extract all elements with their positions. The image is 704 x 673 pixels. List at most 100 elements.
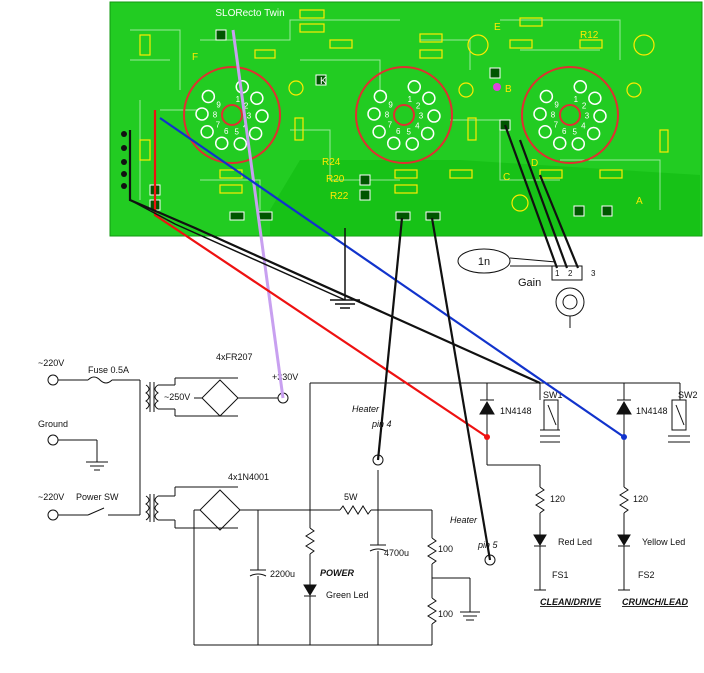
socket-pin-number: 5: [234, 127, 239, 136]
pcb-label-r12: R12: [580, 30, 599, 41]
gain-label: Gain: [518, 277, 541, 289]
socket-pad: [586, 126, 601, 141]
socket-pad: [373, 89, 388, 104]
pcb-components: [139, 9, 669, 194]
sw1-label: SW1: [543, 390, 563, 400]
socket-pad: [422, 91, 436, 105]
wire-pot-2: [518, 139, 569, 269]
pcb-label-k: K: [320, 76, 327, 87]
gain-pot: 1n Gain 1 2 3: [457, 248, 596, 328]
hv-out-label: +330V: [272, 372, 298, 382]
pcb-label-b: B: [505, 84, 512, 95]
fs2-label: FS2: [638, 570, 655, 580]
wire-black-ground: [129, 199, 346, 301]
socket-pin-number: 3: [247, 112, 252, 121]
socket-pad: [420, 126, 435, 141]
socket-pin-number: 5: [406, 127, 411, 136]
resistor-5w-label: 5W: [344, 492, 358, 502]
socket-pad: [573, 80, 588, 94]
socket-pin-number: 7: [554, 121, 559, 130]
tx-secondary-label: ~250V: [164, 392, 190, 402]
socket-pad: [588, 91, 602, 105]
pcb-caps: [288, 34, 655, 212]
socket-pad: [214, 136, 229, 150]
yellow-led-label: Yellow Led: [642, 537, 685, 547]
socket-pin-number: 3: [419, 112, 424, 121]
pcb-label-r22: R22: [330, 191, 349, 202]
pcb-label-f: F: [192, 52, 198, 63]
tube-socket-v1: [183, 66, 281, 164]
socket-pad: [552, 136, 567, 150]
pcb-label-a: A: [636, 196, 643, 207]
socket-pin-number: 9: [554, 101, 559, 110]
tube-socket-v2: [355, 66, 453, 164]
socket-pin-number: 9: [216, 101, 221, 110]
red-led-label: Red Led: [558, 537, 592, 547]
wire-red: [153, 110, 488, 438]
wire-blue: [159, 117, 625, 438]
tube-socket-v3: [521, 66, 619, 164]
crunchlead-label: CRUNCH/LEAD: [622, 597, 688, 607]
cap-4700-label: 4700u: [384, 548, 409, 558]
socket-pin-number: 8: [551, 110, 556, 119]
r120-a-label: 120: [550, 494, 565, 504]
socket-pin-number: 1: [408, 95, 413, 104]
pcb-label-r24: R24: [322, 157, 341, 168]
heater-pin4-a: Heater: [352, 404, 380, 414]
r100-a-label: 100: [438, 544, 453, 554]
power-label: POWER: [320, 568, 355, 578]
socket-pin-number: 4: [581, 121, 586, 130]
wire-pot-1: [503, 124, 559, 269]
pcb-label-e: E: [494, 22, 501, 33]
socket-pin-number: 8: [385, 110, 390, 119]
socket-pin-number: 9: [388, 101, 393, 110]
socket-pin-number: 4: [415, 121, 420, 130]
heater-pin5-a: Heater: [450, 515, 478, 525]
socket-pin-number: 5: [572, 127, 577, 136]
wire-hv-purple: [231, 29, 285, 399]
socket-pad: [250, 91, 264, 105]
cap-1n-label: 1n: [478, 256, 490, 268]
wire-pot-3: [538, 174, 580, 269]
wire-black-relay: [128, 130, 541, 385]
mains-220-a-label: ~220V: [38, 358, 64, 368]
mains-220-b-label: ~220V: [38, 492, 64, 502]
socket-pad: [538, 125, 552, 139]
wire-heater-pin4: [376, 217, 404, 461]
socket-pin-number: 2: [416, 101, 421, 110]
socket-pad: [195, 107, 209, 121]
socket-pin-number: 6: [562, 127, 567, 136]
socket-pad: [407, 80, 422, 94]
socket-pad: [571, 137, 586, 151]
fs1-label: FS1: [552, 570, 569, 580]
test-point-b: [493, 83, 501, 91]
pcb-label-r20: R20: [326, 174, 345, 185]
socket-pin-number: 7: [216, 121, 221, 130]
socket-pin-number: 7: [388, 121, 393, 130]
fuse-label: Fuse 0.5A: [88, 365, 129, 375]
socket-pin-number: 1: [236, 95, 241, 104]
bridge-lv-label: 4x1N4001: [228, 472, 269, 482]
socket-pad: [248, 126, 263, 141]
jack-pads: [121, 131, 127, 189]
pcb-label-d: D: [531, 158, 538, 169]
socket-pin-number: 2: [244, 101, 249, 110]
socket-pad: [372, 125, 386, 139]
socket-pad: [367, 107, 381, 121]
socket-pin-number: 2: [582, 101, 587, 110]
ground-label: Ground: [38, 419, 68, 429]
socket-pad: [405, 137, 420, 151]
r120-b-label: 120: [633, 494, 648, 504]
socket-pin-number: 3: [585, 112, 590, 121]
socket-pin-number: 6: [224, 127, 229, 136]
schematic: [47, 374, 690, 646]
cleandrive-label: CLEAN/DRIVE: [540, 597, 602, 607]
board-title: SLORecto Twin: [215, 8, 284, 19]
cap-2200-label: 2200u: [270, 569, 295, 579]
socket-pad: [233, 137, 248, 151]
socket-pad: [593, 109, 607, 123]
green-led-label: Green Led: [326, 590, 369, 600]
